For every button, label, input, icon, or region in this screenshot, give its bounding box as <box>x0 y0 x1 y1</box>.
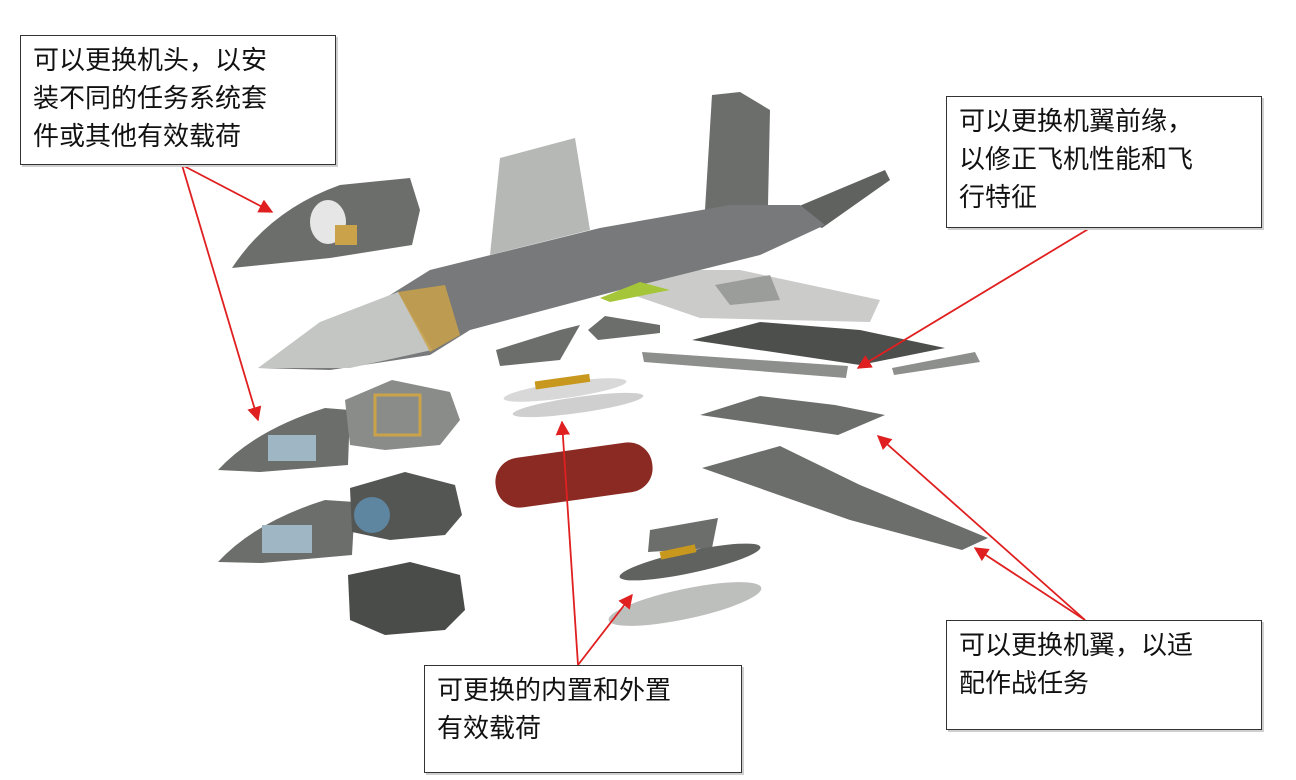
callout-payload: 可更换的内置和外置 有效载荷 <box>424 665 742 773</box>
callout-nose-text: 可以更换机头，以安 装不同的任务系统套 件或其他有效载荷 <box>33 46 267 152</box>
nose-module-lower-electronics <box>262 525 312 553</box>
callout-leading-edge-text: 可以更换机翼前缘， 以修正飞机性能和飞 行特征 <box>959 107 1193 213</box>
wing-section-middle <box>700 396 885 435</box>
fuel-pod <box>492 439 655 511</box>
bay-door-1 <box>496 325 580 366</box>
wing-large <box>702 446 988 550</box>
bay-door-2 <box>588 316 660 340</box>
spare-fuselage-section <box>348 562 465 635</box>
wing-modules <box>642 322 988 550</box>
callout-leading-edge: 可以更换机翼前缘， 以修正飞机性能和飞 行特征 <box>946 96 1262 228</box>
engine-fan <box>354 497 390 533</box>
drop-tank <box>606 573 765 635</box>
nose-section-open-1 <box>345 380 460 450</box>
callout-wings: 可以更换机翼，以适 配作战任务 <box>946 620 1262 730</box>
arrow-leading-edge <box>858 228 1090 368</box>
vertical-tail-rear <box>705 92 770 210</box>
callout-payload-text: 可更换的内置和外置 有效载荷 <box>437 676 671 744</box>
arrow-payload-tank <box>578 595 632 665</box>
nose-module-top-payload <box>335 225 357 245</box>
arrow-nose-top <box>182 165 272 212</box>
arrow-wing-large <box>975 548 1085 620</box>
nose-modules <box>218 178 465 635</box>
callout-nose: 可以更换机头，以安 装不同的任务系统套 件或其他有效载荷 <box>20 35 336 165</box>
callout-wings-text: 可以更换机翼，以适 配作战任务 <box>959 631 1193 699</box>
nose-module-middle-electronics <box>268 435 316 461</box>
arrow-nose-middle <box>182 165 258 420</box>
